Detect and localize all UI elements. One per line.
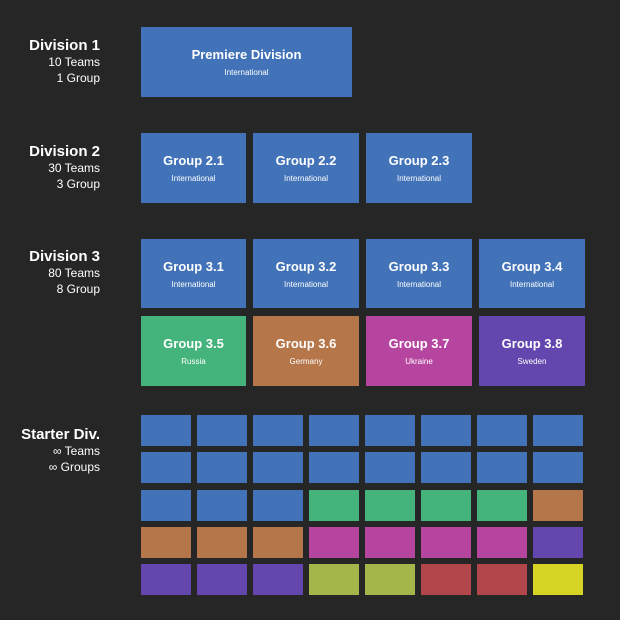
group-3-2-box: Group 3.2 International — [253, 239, 359, 308]
division-2-teams: 30 Teams — [48, 161, 100, 176]
group-3-6-box: Group 3.6 Germany — [253, 316, 359, 386]
starter-group-tile — [309, 415, 359, 446]
starter-group-tile — [141, 415, 191, 446]
group-2-2-title: Group 2.2 — [275, 153, 337, 168]
premiere-division-box: Premiere Division International — [141, 27, 352, 97]
group-2-2-region: International — [283, 174, 329, 183]
starter-group-tile — [365, 527, 415, 558]
starter-group-tile — [421, 452, 471, 483]
starter-group-tile — [197, 415, 247, 446]
starter-group-tile — [141, 490, 191, 521]
starter-group-tile — [365, 564, 415, 595]
group-3-8-region: Sweden — [517, 357, 547, 366]
starter-group-tile — [533, 490, 583, 521]
group-2-2-box: Group 2.2 International — [253, 133, 359, 203]
starter-group-tile — [421, 415, 471, 446]
starter-group-tile — [309, 452, 359, 483]
starter-group-tile — [253, 527, 303, 558]
starter-group-tile — [253, 452, 303, 483]
starter-group-tile — [365, 415, 415, 446]
group-2-3-title: Group 2.3 — [388, 153, 450, 168]
group-3-5-box: Group 3.5 Russia — [141, 316, 246, 386]
group-3-3-region: International — [396, 279, 442, 289]
group-2-1-title: Group 2.1 — [163, 153, 224, 168]
starter-group-tile — [477, 490, 527, 521]
starter-division-teams: ∞ Teams — [52, 444, 100, 459]
group-3-5-title: Group 3.5 — [163, 336, 224, 351]
division-1-teams: 10 Teams — [48, 55, 100, 70]
group-3-2-region: International — [283, 279, 329, 289]
division-2-label: Division 2 30 Teams 3 Group — [29, 143, 100, 192]
starter-group-tile — [533, 527, 583, 558]
group-3-7-box: Group 3.7 Ukraine — [366, 316, 472, 386]
starter-group-tile — [197, 564, 247, 595]
group-3-1-title: Group 3.1 — [163, 258, 224, 274]
starter-division-groups: ∞ Groups — [48, 460, 100, 475]
group-2-1-region: International — [171, 174, 216, 183]
starter-group-tile — [421, 490, 471, 521]
starter-group-tile — [197, 527, 247, 558]
starter-group-tile — [253, 415, 303, 446]
group-3-2-title: Group 3.2 — [275, 258, 337, 274]
premiere-division-title: Premiere Division — [191, 47, 302, 62]
division-3-title: Division 3 — [29, 248, 100, 265]
starter-group-tile — [533, 415, 583, 446]
division-2-title: Division 2 — [29, 143, 100, 160]
group-2-3-region: International — [396, 174, 442, 183]
starter-group-tile — [477, 452, 527, 483]
starter-group-tile — [533, 564, 583, 595]
group-3-7-region: Ukraine — [405, 357, 433, 366]
division-1-groups: 1 Group — [56, 71, 100, 86]
starter-group-tile — [141, 452, 191, 483]
group-2-3-box: Group 2.3 International — [366, 133, 472, 203]
starter-group-tile — [365, 490, 415, 521]
starter-group-tile — [141, 527, 191, 558]
starter-division-title: Starter Div. — [21, 426, 100, 443]
group-3-8-title: Group 3.8 — [501, 336, 563, 351]
division-1-title: Division 1 — [29, 37, 100, 54]
starter-group-tile — [197, 452, 247, 483]
group-3-7-title: Group 3.7 — [388, 336, 450, 351]
starter-group-tile — [533, 452, 583, 483]
starter-division-label: Starter Div. ∞ Teams ∞ Groups — [21, 426, 100, 475]
group-3-3-box: Group 3.3 International — [366, 239, 472, 308]
group-3-6-region: Germany — [289, 357, 323, 366]
group-3-8-box: Group 3.8 Sweden — [479, 316, 585, 386]
division-3-teams: 80 Teams — [48, 266, 100, 281]
starter-group-tile — [477, 564, 527, 595]
division-3-groups: 8 Group — [56, 282, 100, 297]
starter-group-tile — [253, 564, 303, 595]
group-3-1-box: Group 3.1 International — [141, 239, 246, 308]
group-3-5-region: Russia — [181, 357, 206, 366]
group-3-6-title: Group 3.6 — [275, 336, 337, 351]
starter-group-tile — [309, 527, 359, 558]
starter-group-tile — [309, 564, 359, 595]
premiere-division-region: International — [224, 68, 269, 77]
group-3-3-title: Group 3.3 — [388, 258, 450, 274]
starter-group-tile — [477, 415, 527, 446]
starter-group-tile — [477, 527, 527, 558]
group-3-4-title: Group 3.4 — [501, 258, 563, 274]
division-3-label: Division 3 80 Teams 8 Group — [29, 248, 100, 297]
division-2-groups: 3 Group — [56, 177, 100, 192]
starter-group-tile — [309, 490, 359, 521]
group-2-1-box: Group 2.1 International — [141, 133, 246, 203]
starter-group-tile — [421, 564, 471, 595]
group-3-1-region: International — [171, 279, 216, 289]
starter-group-tile — [141, 564, 191, 595]
starter-group-tile — [421, 527, 471, 558]
starter-group-tile — [197, 490, 247, 521]
group-3-4-region: International — [509, 279, 555, 289]
division-1-label: Division 1 10 Teams 1 Group — [29, 37, 100, 86]
starter-group-tile — [253, 490, 303, 521]
starter-group-tile — [365, 452, 415, 483]
group-3-4-box: Group 3.4 International — [479, 239, 585, 308]
